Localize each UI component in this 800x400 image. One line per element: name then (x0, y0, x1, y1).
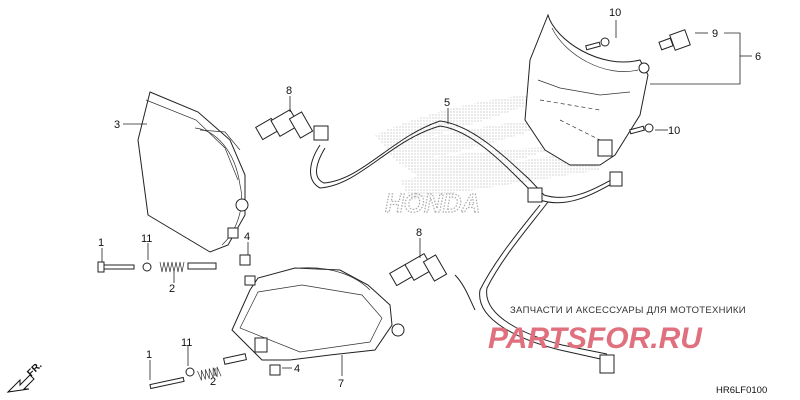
watermark-tagline: ЗАПЧАСТИ И АКСЕССУАРЫ ДЛЯ МОТОТЕХНИКИ (510, 305, 746, 316)
honda-wing-emblem: HONDA (375, 92, 600, 219)
callout-2-lower: 2 (210, 376, 216, 388)
callout-11-upper: 11 (141, 233, 152, 245)
screw-middle[interactable] (629, 123, 654, 135)
callout-10-middle: 10 (668, 125, 680, 137)
callout-9: 9 (712, 28, 718, 40)
headlight-lower[interactable] (231, 267, 405, 361)
callout-8-upper: 8 (286, 85, 292, 97)
wire-harness[interactable] (310, 120, 623, 374)
callout-10-upper: 10 (609, 7, 621, 19)
fastener-set-lower[interactable] (149, 353, 281, 390)
watermark-logo: PARTSFOR.RU (488, 322, 703, 355)
callout-5: 5 (444, 97, 450, 109)
callout-4-lower: 4 (294, 363, 300, 375)
callout-1-lower: 1 (146, 349, 152, 361)
callout-11-lower: 11 (181, 337, 192, 349)
headlight-upper-right[interactable] (524, 13, 650, 166)
bulb-lower[interactable] (389, 253, 448, 287)
arrow-icon (6, 374, 35, 393)
diagram-code: HR6LF0100 (716, 385, 767, 396)
callout-6: 6 (755, 51, 761, 63)
fastener-set-upper[interactable] (97, 254, 251, 273)
bulb-small[interactable] (658, 29, 691, 51)
front-direction-arrow: FR. (6, 360, 45, 393)
honda-brand-text: HONDA (385, 188, 480, 218)
callout-4-upper: 4 (244, 231, 250, 243)
callout-8-lower: 8 (416, 227, 422, 239)
headlight-upper-left[interactable] (137, 91, 249, 253)
shop-watermark: ЗАПЧАСТИ И АКСЕССУАРЫ ДЛЯ МОТОТЕХНИКИ PA… (488, 305, 746, 355)
bulb-upper[interactable] (255, 109, 314, 141)
callout-1-upper: 1 (98, 237, 104, 249)
callout-3: 3 (114, 119, 120, 131)
screw-upper[interactable] (585, 37, 610, 51)
leader-lines (101, 20, 752, 380)
callout-7: 7 (338, 378, 344, 390)
callout-2-upper: 2 (169, 283, 175, 295)
